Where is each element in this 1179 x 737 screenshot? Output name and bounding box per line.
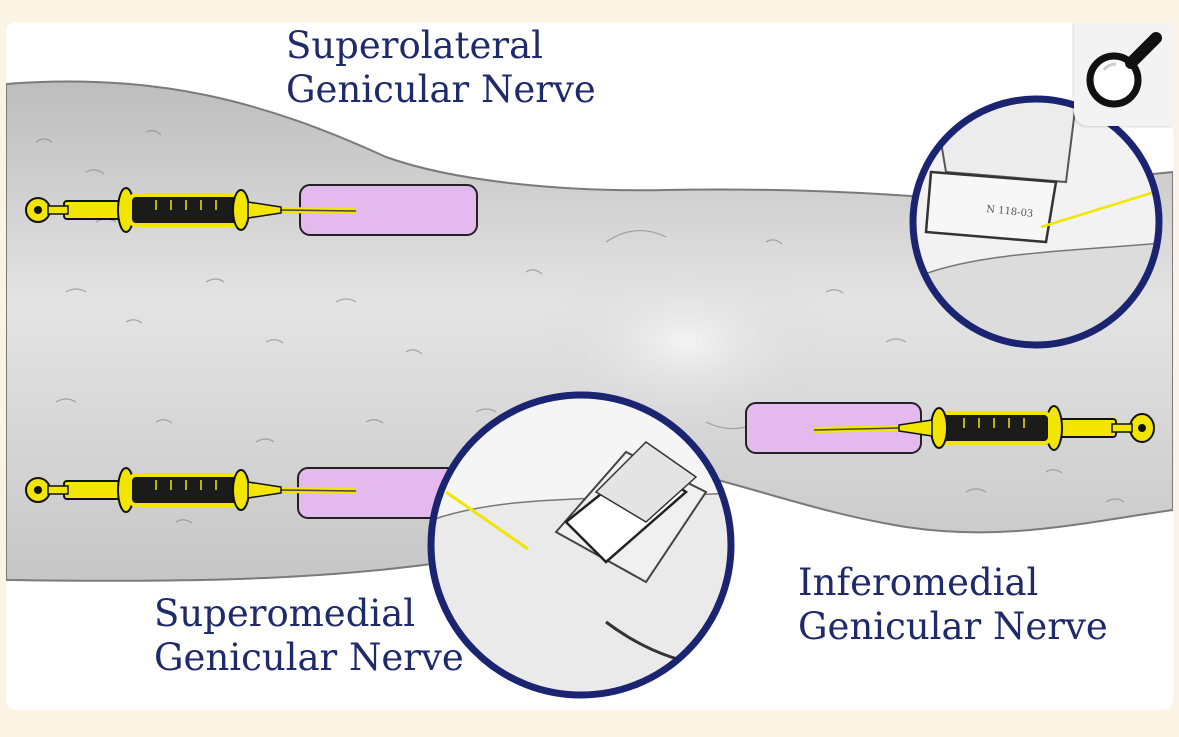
label-inferomedial-line1: Inferomedial [798, 561, 1039, 604]
label-superolateral: Superolateral Genicular Nerve [286, 24, 596, 112]
label-superolateral-line1: Superolateral [286, 24, 543, 67]
label-inferomedial-line2: Genicular Nerve [798, 605, 1108, 648]
svg-text:N 118-03: N 118-03 [986, 204, 1034, 220]
zoom-button[interactable] [1074, 22, 1173, 126]
ultrasound-inset-bottom [427, 391, 735, 699]
magnifier-icon [1086, 32, 1162, 108]
hair-strokes [35, 129, 1125, 524]
label-superomedial-line2: Genicular Nerve [154, 636, 464, 679]
label-superomedial: Superomedial Genicular Nerve [154, 592, 464, 680]
label-inferomedial: Inferomedial Genicular Nerve [798, 561, 1108, 649]
syringe-superomedial [25, 467, 357, 513]
label-superolateral-line2: Genicular Nerve [286, 68, 596, 111]
syringe-superolateral [25, 187, 357, 233]
syringe-inferomedial [813, 405, 1155, 451]
illustration-frame: N 118-03 Superolateral Genicular Nerve S… [6, 22, 1173, 710]
label-superomedial-line1: Superomedial [154, 592, 416, 635]
knee-illustration: N 118-03 [6, 80, 1173, 699]
